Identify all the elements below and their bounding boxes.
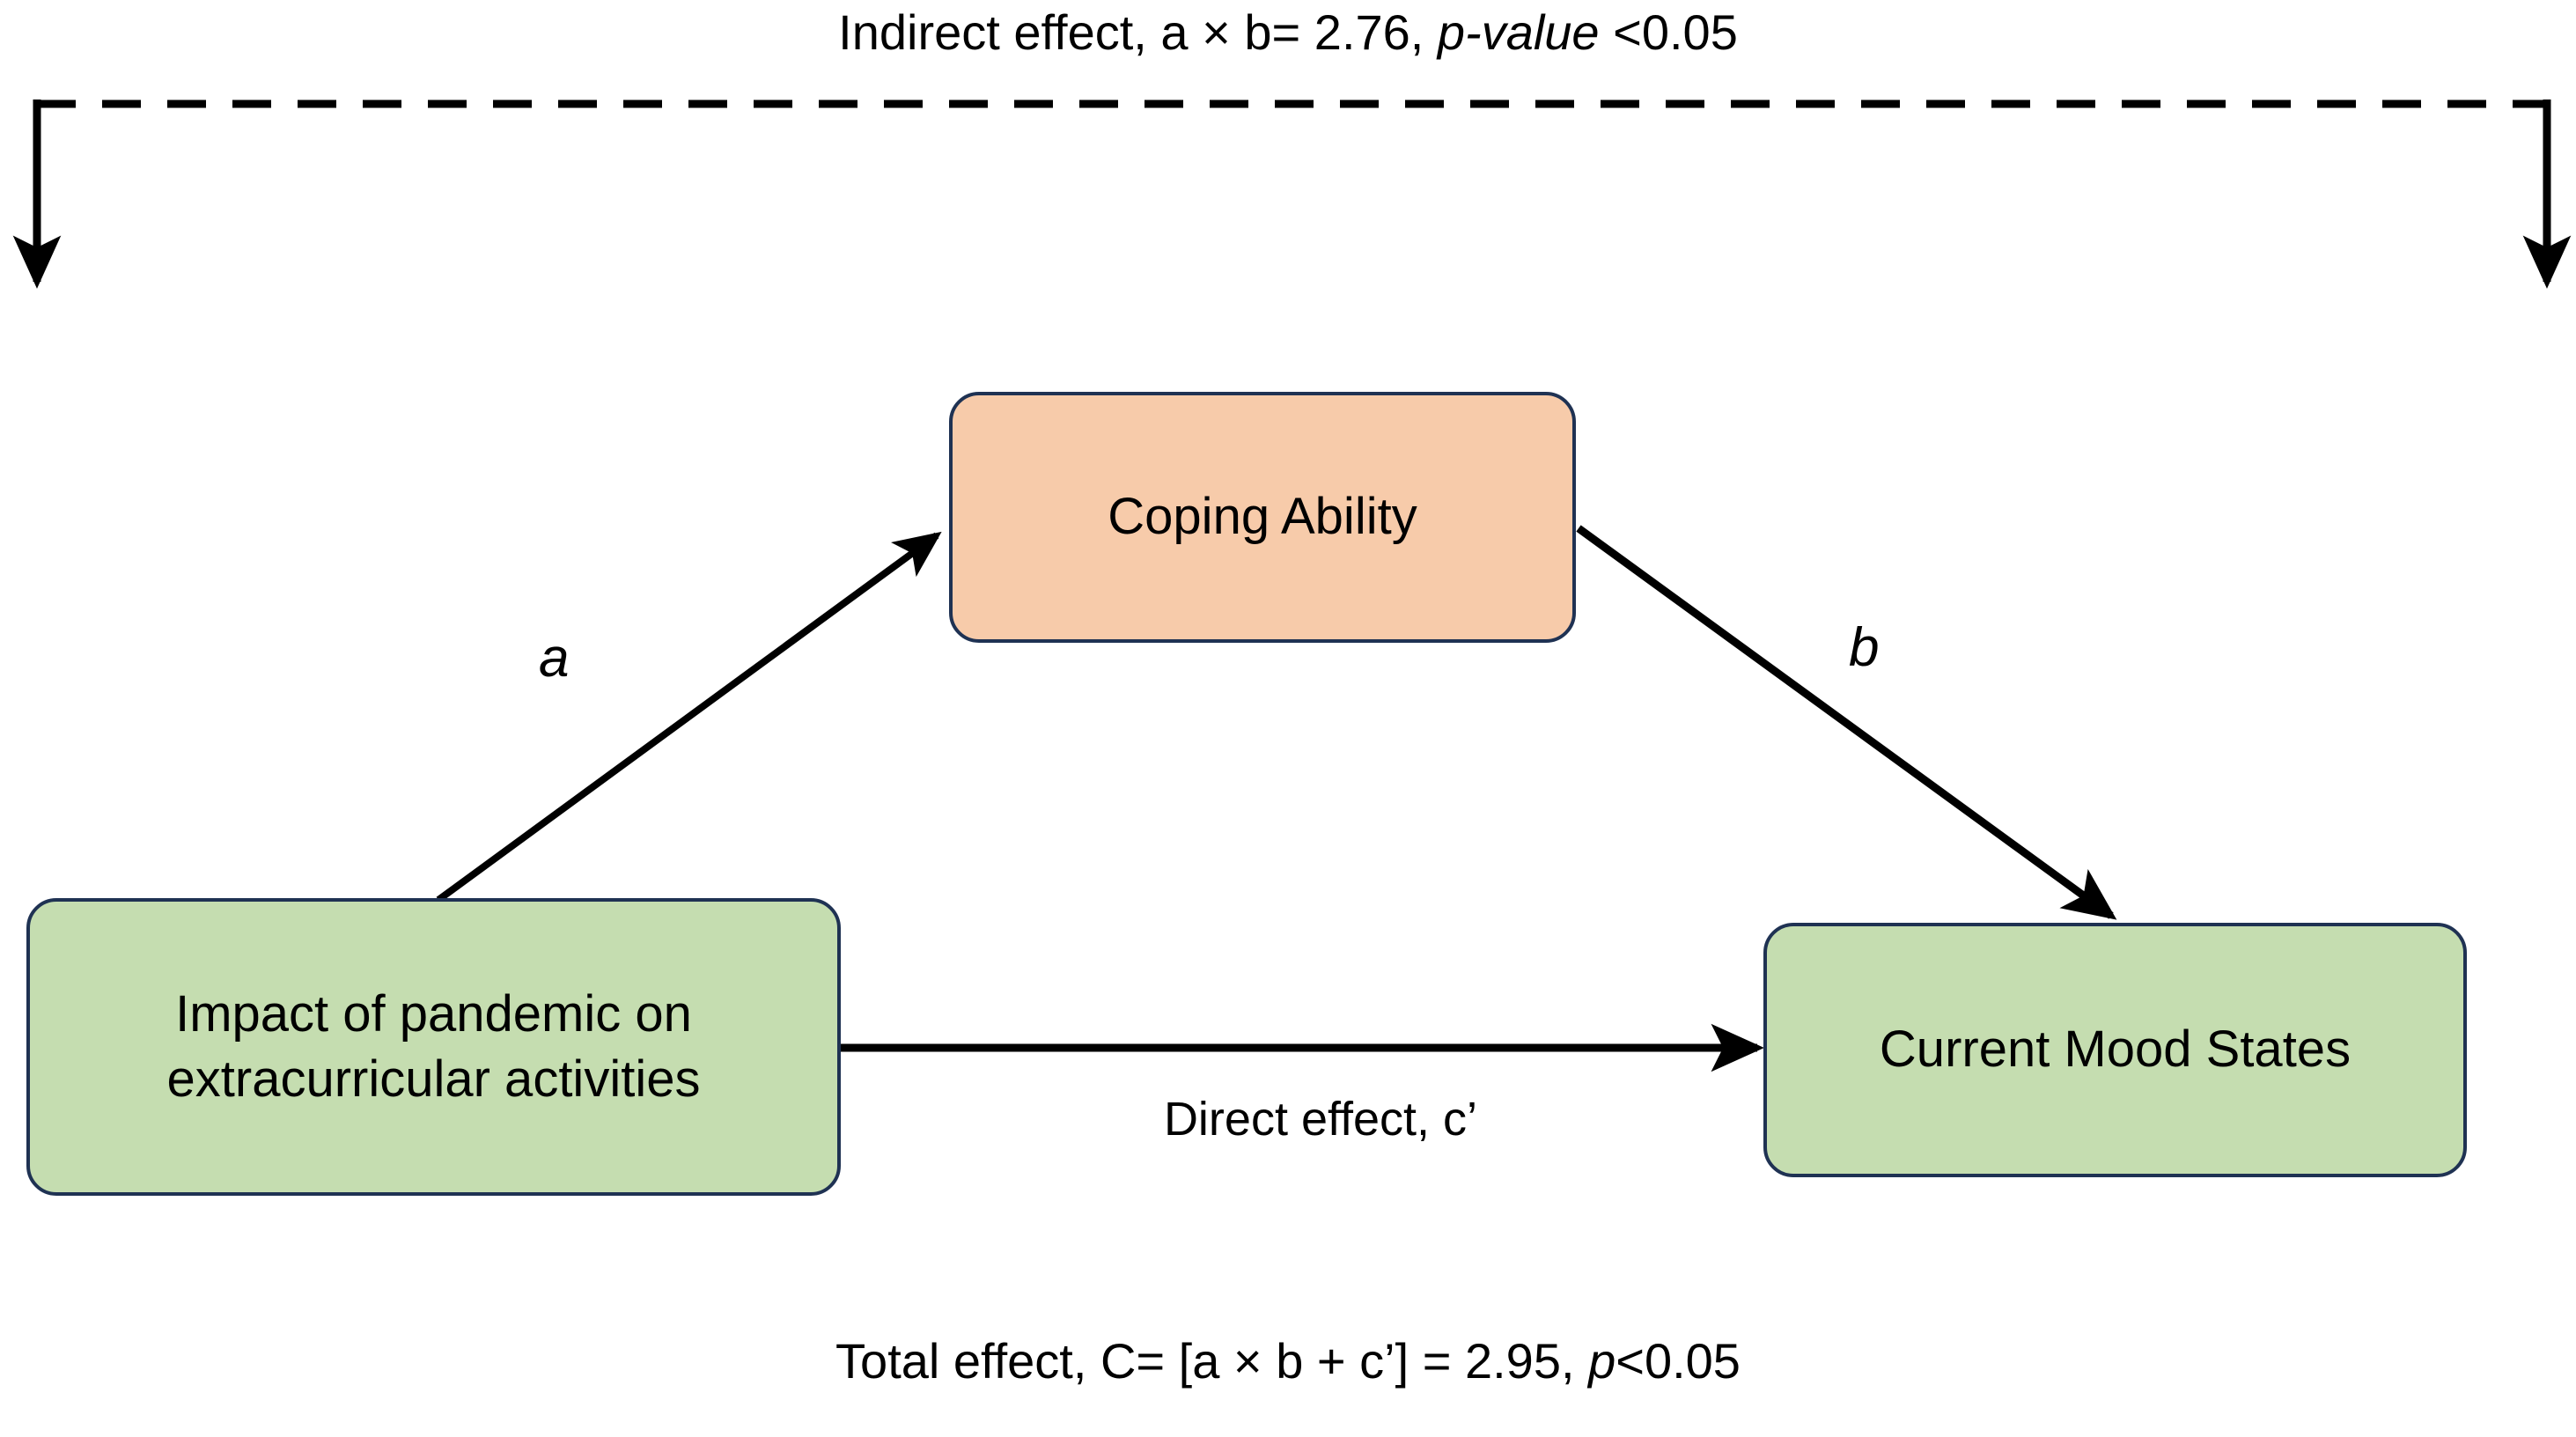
path-a-label: a bbox=[539, 628, 570, 689]
indirect-effect-bracket bbox=[12, 99, 2572, 289]
total-effect-suffix: <0.05 bbox=[1616, 1333, 1741, 1389]
path-b-arrow bbox=[1576, 525, 2117, 920]
node-current-mood-states-label: Current Mood States bbox=[1879, 1021, 2352, 1079]
total-effect-p-italic: p bbox=[1588, 1333, 1616, 1389]
node-current-mood-states[interactable]: Current Mood States bbox=[1763, 923, 2467, 1177]
indirect-effect-label: Indirect effect, a × b= 2.76, p-value <0… bbox=[0, 4, 2576, 61]
path-b-label: b bbox=[1849, 617, 1880, 678]
total-effect-label: Total effect, C= [a × b + c’] = 2.95, p<… bbox=[0, 1332, 2576, 1389]
node-impact-of-pandemic-label: Impact of pandemic on extracurricular ac… bbox=[166, 984, 701, 1108]
direct-effect-label: Direct effect, c’ bbox=[1163, 1093, 1478, 1146]
indirect-effect-pvalue-italic: p-value bbox=[1437, 4, 1600, 60]
path-a-arrow bbox=[436, 531, 942, 903]
node-coping-ability[interactable]: Coping Ability bbox=[949, 392, 1576, 643]
indirect-effect-suffix: <0.05 bbox=[1599, 4, 1738, 60]
node-coping-ability-label: Coping Ability bbox=[1108, 488, 1417, 546]
indirect-effect-prefix: Indirect effect, a × b= 2.76, bbox=[838, 4, 1438, 60]
total-effect-prefix: Total effect, C= [a × b + c’] = 2.95, bbox=[835, 1333, 1589, 1389]
node-impact-of-pandemic[interactable]: Impact of pandemic on extracurricular ac… bbox=[26, 898, 841, 1196]
